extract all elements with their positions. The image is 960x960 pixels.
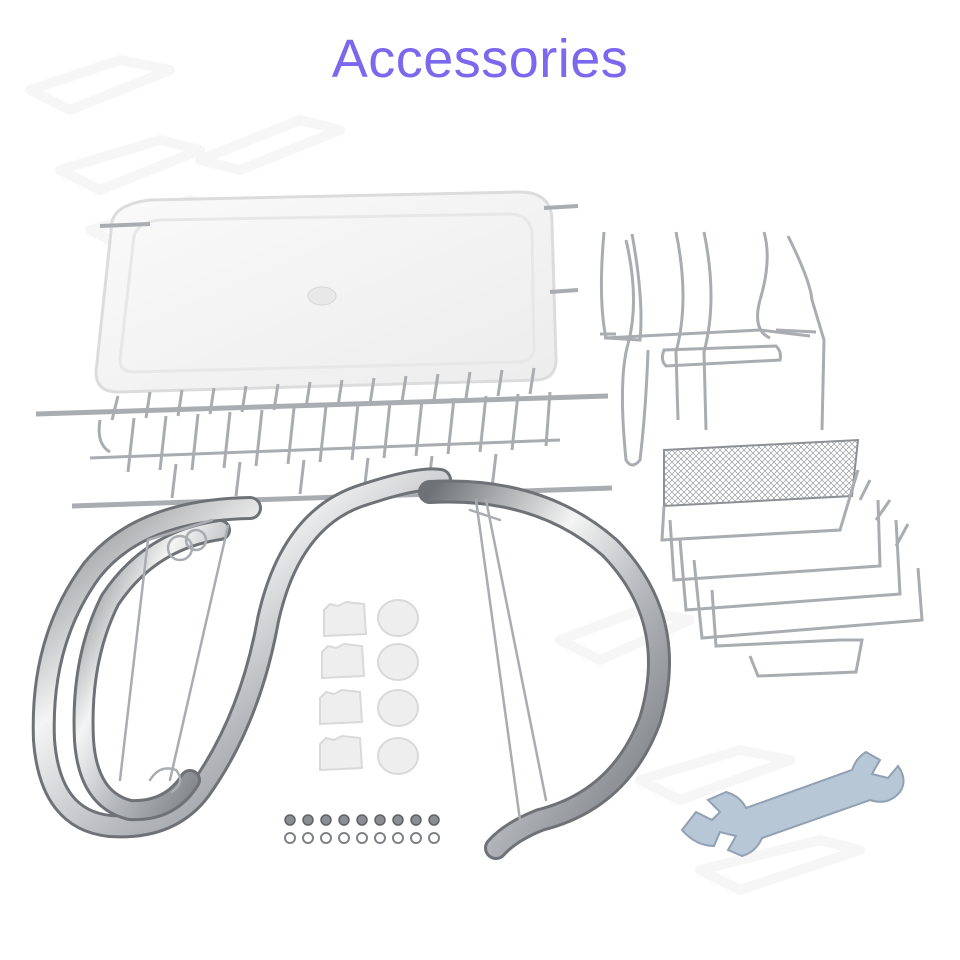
- cutlery-mesh-basket: [660, 438, 924, 678]
- wrench: [680, 750, 905, 858]
- plastic-clips: [319, 600, 368, 772]
- cup-holder-rack: [599, 231, 826, 467]
- s-shaped-frame-tube: [31, 467, 452, 839]
- page-title: Accessories: [331, 29, 629, 89]
- screws-and-nuts: [284, 814, 440, 844]
- rubber-foot-pads: [377, 599, 419, 775]
- c-shaped-frame-tube: [418, 479, 671, 860]
- drip-tray: [94, 190, 579, 394]
